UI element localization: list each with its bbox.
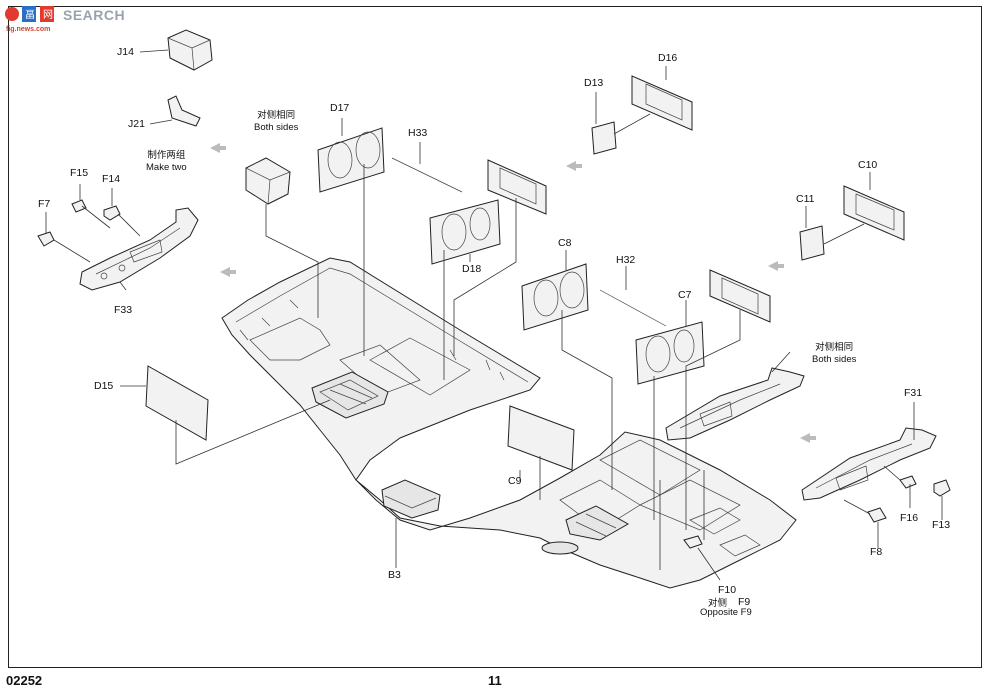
- label-j14: J14: [117, 46, 134, 58]
- part-f14: [103, 205, 121, 221]
- label-h33: H33: [408, 127, 428, 139]
- part-c7: [635, 321, 705, 385]
- direction-arrow-5: [800, 433, 816, 443]
- note-both-sides-left-cn: 对侧相同: [257, 110, 296, 121]
- note-both-sides-right-cn: 对侧相同: [815, 342, 854, 353]
- part-box-both-sides: [245, 157, 291, 205]
- part-h33: [391, 157, 463, 193]
- leader-lines: [45, 49, 943, 581]
- label-f15: F15: [70, 167, 89, 179]
- label-d13: D13: [584, 77, 604, 89]
- direction-arrow-4: [768, 261, 784, 271]
- label-b3: B3: [388, 569, 401, 581]
- label-d17: D17: [330, 102, 350, 114]
- part-f8: [867, 507, 887, 523]
- direction-arrows: [210, 143, 816, 443]
- page-frame: [8, 6, 982, 668]
- part-f7: [37, 231, 55, 247]
- note-make-two-cn: 制作两组: [147, 150, 186, 161]
- label-c8: C8: [558, 237, 572, 249]
- part-c8: [521, 263, 589, 331]
- note-both-sides-right-en: Both sides: [812, 353, 857, 365]
- label-d18: D18: [462, 263, 482, 275]
- label-f31: F31: [904, 387, 923, 399]
- label-f16: F16: [900, 512, 919, 524]
- label-f9: F9: [738, 596, 751, 608]
- watermark-logo-icon: 畐 网: [5, 6, 54, 22]
- part-f33: [79, 207, 199, 291]
- part-c10: [843, 185, 905, 241]
- label-f13: F13: [932, 519, 951, 531]
- floor-pan-b3: [221, 257, 797, 589]
- part-d13: [591, 121, 617, 155]
- label-d16: D16: [658, 52, 678, 64]
- direction-arrow-2: [220, 267, 236, 277]
- svg-text:畐: 畐: [25, 9, 35, 21]
- note-both-sides-left-en: Both sides: [254, 121, 299, 133]
- label-c7: C7: [678, 289, 692, 301]
- part-j14: [167, 29, 213, 71]
- label-d15: D15: [94, 380, 114, 392]
- part-d17: [317, 127, 385, 193]
- part-f10: [683, 535, 703, 549]
- note-both-sides-right: 对侧相同 Both sides: [812, 342, 856, 366]
- part-f15: [71, 199, 87, 213]
- label-f7: F7: [38, 198, 51, 210]
- label-c11: C11: [796, 193, 815, 205]
- direction-arrow-3: [566, 161, 582, 171]
- part-d15: [145, 365, 209, 441]
- part-d18: [429, 199, 501, 265]
- label-c10: C10: [858, 159, 878, 171]
- part-f31: [801, 427, 937, 501]
- label-f14: F14: [102, 173, 121, 185]
- note-make-two: 制作两组 Make two: [146, 150, 187, 174]
- part-c9: [507, 405, 575, 471]
- label-f10: F10: [718, 584, 737, 596]
- page-number: 11: [488, 673, 502, 688]
- watermark-subtext: fig.news.com: [6, 26, 51, 33]
- product-code: 02252: [6, 673, 43, 688]
- part-j21: [167, 95, 201, 127]
- label-h32: H32: [616, 254, 636, 266]
- direction-arrow-1: [210, 143, 226, 153]
- label-f8: F8: [870, 546, 883, 558]
- label-j21: J21: [128, 118, 145, 130]
- part-h32: [599, 289, 667, 327]
- note-both-sides-left: 对侧相同 Both sides: [254, 110, 298, 134]
- svg-text:网: 网: [43, 9, 53, 21]
- part-panel-mid-right: [709, 269, 771, 323]
- site-watermark: 畐 网 SEARCH: [4, 2, 125, 28]
- label-c9: C9: [508, 475, 522, 487]
- part-f16: [899, 475, 917, 489]
- note-opposite-en: Opposite F9: [700, 607, 752, 618]
- part-panel-upper-mid: [487, 159, 547, 215]
- part-side-frame-right-upper: [665, 367, 805, 441]
- label-f33: F33: [114, 304, 133, 316]
- part-c11: [799, 225, 825, 261]
- note-opposite-cn: 对侧: [708, 598, 728, 609]
- watermark-text: SEARCH: [63, 7, 126, 23]
- part-f13: [933, 479, 951, 497]
- note-make-two-en: Make two: [146, 161, 187, 173]
- part-d16: [631, 75, 693, 131]
